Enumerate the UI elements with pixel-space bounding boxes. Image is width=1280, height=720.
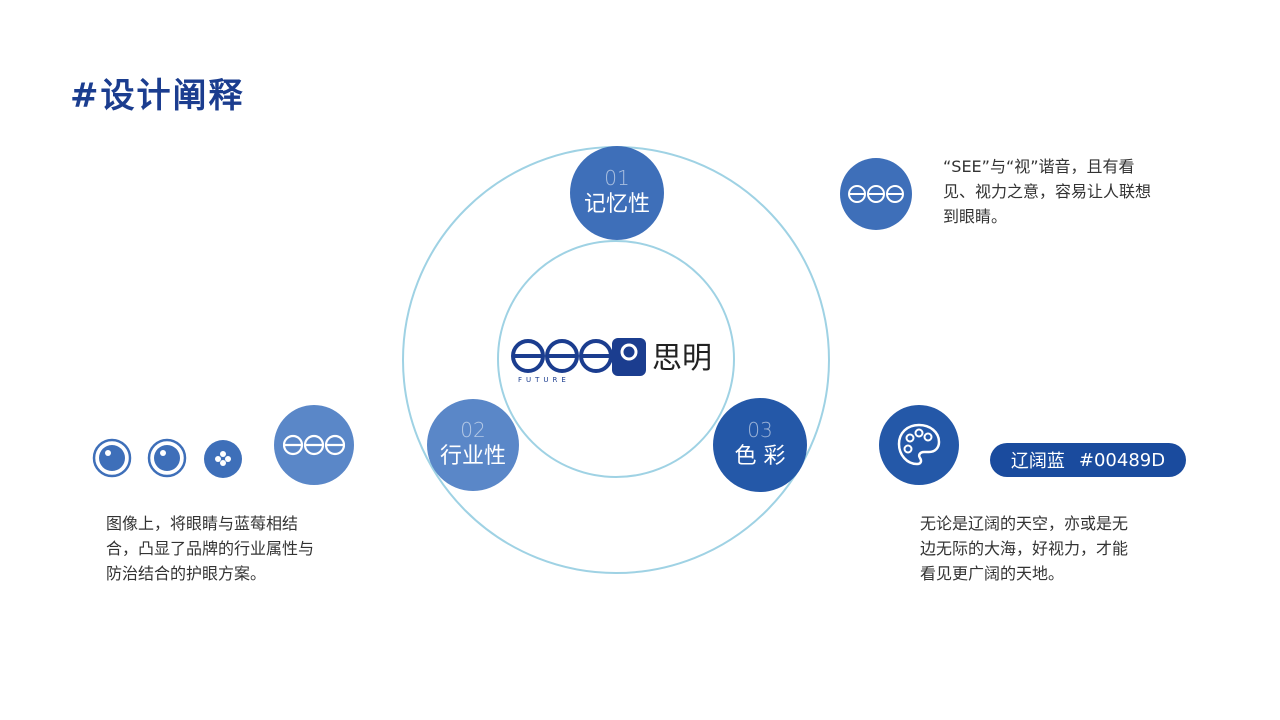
shi-glyph-icon	[612, 338, 646, 376]
blueberry-icon	[204, 440, 242, 478]
see-badge-left	[274, 405, 354, 485]
node-color: 03 色 彩	[713, 398, 807, 492]
node-label: 记忆性	[583, 191, 650, 217]
node-industry: 02 行业性	[427, 399, 519, 491]
eye-icon	[92, 438, 132, 478]
color-name: 辽阔蓝	[1010, 451, 1065, 472]
node-label: 行业性	[439, 443, 506, 469]
node-label: 色 彩	[734, 443, 786, 469]
node-number: 01	[604, 165, 630, 190]
see-badge-top	[840, 158, 912, 230]
color-swatch-label: 辽阔蓝 #00489D	[990, 443, 1186, 477]
see-logo-icon	[848, 185, 904, 203]
color-hex: #00489D	[1078, 449, 1166, 471]
see-explanation: “SEE”与“视”谐音，且有看见、视力之意，容易让人联想到眼睛。	[943, 157, 1152, 226]
page-title: #设计阐释	[70, 76, 245, 116]
logo-cn-name: 思明	[652, 341, 712, 376]
see-logo-icon	[511, 339, 613, 373]
palette-badge	[879, 405, 959, 485]
image-explanation: 图像上，将眼睛与蓝莓相结合，凸显了品牌的行业属性与防治结合的护眼方案。	[106, 514, 315, 583]
palette-icon	[897, 423, 941, 466]
node-number: 02	[460, 417, 486, 442]
color-explanation: 无论是辽阔的天空，亦或是无边无际的大海，好视力，才能看见更广阔的天地。	[920, 514, 1129, 583]
see-logo-icon	[283, 434, 345, 456]
node-memorability: 01 记忆性	[570, 146, 664, 240]
node-number: 03	[747, 417, 773, 442]
logo-subtitle: FUTURE	[518, 376, 570, 384]
center-logo: FUTURE 思明	[511, 338, 712, 384]
inner-ring	[497, 240, 735, 478]
eye-icon	[147, 438, 187, 478]
